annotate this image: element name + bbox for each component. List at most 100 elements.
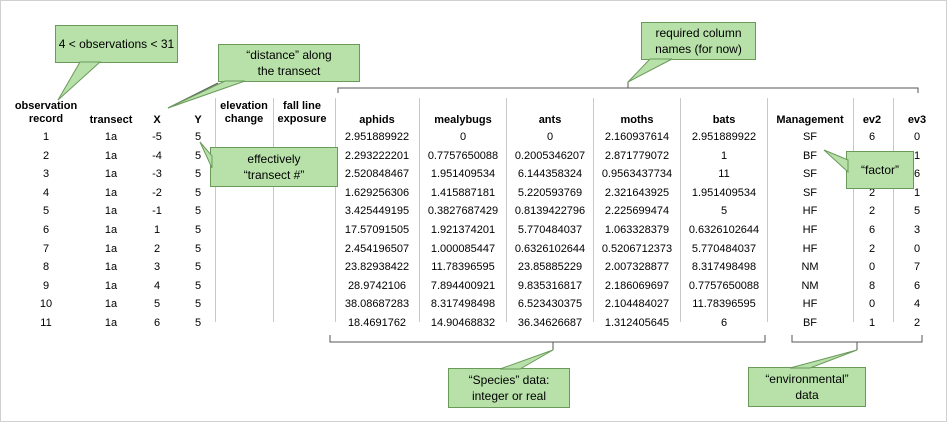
header-transect: transect: [89, 114, 133, 126]
cell-transect-row-1: 1a: [104, 131, 118, 143]
header-ev3: ev3: [907, 114, 927, 126]
cell-bats-row-1: 2.951889922: [691, 131, 757, 143]
grid-line: [215, 98, 216, 322]
cell-ev2-row-4: 2: [868, 186, 876, 199]
cell-y-row-2: 5: [194, 149, 202, 162]
cell-y-row-10: 5: [194, 298, 202, 311]
cell-x-row-11: 6: [153, 317, 161, 329]
cell-transect-row-5: 1a: [104, 205, 118, 218]
header-line: exposure: [277, 113, 327, 125]
cell-observation-row-10: 10: [39, 298, 53, 311]
cell-transect-row-9: 1a: [104, 279, 118, 292]
cell-bats-row-10: 11.78396595: [692, 298, 756, 311]
cell-observation-row-5: 5: [42, 205, 50, 218]
cell-moths-row-9: 2.186069697: [604, 279, 670, 292]
cell-bats-row-6: 0.6326102644: [688, 224, 760, 236]
cell-ants-row-7: 0.6326102644: [514, 242, 586, 255]
cell-moths-row-6: 1.063328379: [604, 224, 670, 236]
observations-callout: 4 < observations < 31: [55, 25, 178, 63]
cell-aphids-row-5: 3.425449195: [344, 205, 410, 218]
cell-bats-row-7: 5.770484037: [691, 242, 757, 255]
cell-observation-row-8: 8: [42, 261, 50, 274]
cell-ants-row-4: 5.220593769: [517, 186, 583, 199]
cell-aphids-row-7: 2.454196507: [344, 242, 410, 255]
cell-mealybugs-row-2: 0.7757650088: [427, 149, 499, 162]
cell-observation-row-9: 9: [42, 279, 50, 292]
cell-x-row-5: -1: [152, 205, 162, 218]
cell-bats-row-4: 1.951409534: [691, 186, 757, 199]
cell-aphids-row-10: 38.08687283: [344, 298, 410, 311]
cell-x-row-10: 5: [153, 298, 161, 311]
cell-x-row-7: 2: [153, 242, 161, 255]
environmental-callout-line2: data: [795, 388, 819, 402]
cell-ev3-row-8: 7: [913, 261, 921, 274]
cell-mealybugs-row-10: 8.317498498: [430, 298, 496, 311]
cell-y-row-1: 5: [194, 131, 202, 143]
cell-transect-row-7: 1a: [104, 242, 118, 255]
cell-moths-row-8: 2.007328877: [604, 261, 670, 274]
header-bats: bats: [712, 114, 736, 126]
cell-ants-row-6: 5.770484037: [517, 224, 583, 236]
cell-management-row-1: SF: [802, 131, 818, 143]
cell-bats-row-5: 5: [720, 205, 728, 218]
cell-ev3-row-9: 6: [913, 279, 921, 292]
effectively-callout-line1: effectively: [247, 152, 301, 166]
header-line: record: [28, 113, 64, 125]
cell-observation-row-1: 1: [42, 131, 50, 143]
cell-ev3-row-4: 1: [913, 186, 921, 199]
distance-pointer-line: [167, 82, 219, 109]
cell-ev2-row-5: 2: [868, 205, 876, 218]
cell-mealybugs-row-9: 7.894400921: [430, 279, 496, 292]
cell-ants-row-3: 6.144358324: [517, 168, 583, 181]
factor-callout: “factor”: [846, 151, 914, 189]
grid-line: [680, 98, 681, 322]
cell-aphids-row-3: 2.520848467: [344, 168, 410, 181]
cell-observation-row-11: 11: [40, 317, 52, 329]
species-callout-line2: integer or real: [471, 389, 547, 403]
cell-bats-row-2: 1: [720, 149, 728, 162]
cell-aphids-row-1: 2.951889922: [344, 131, 410, 143]
header-x: X: [153, 114, 161, 126]
header-ev2: ev2: [862, 114, 882, 126]
cell-ev3-row-10: 4: [913, 298, 921, 311]
required-callout-line2: names (for now): [655, 42, 742, 56]
cell-mealybugs-row-11: 14.90468832: [430, 317, 496, 329]
cell-ev2-row-9: 8: [868, 279, 876, 292]
cell-moths-row-3: 0.9563437734: [601, 168, 673, 181]
cell-moths-row-1: 2.160937614: [604, 131, 670, 143]
cell-management-row-9: NM: [801, 279, 819, 292]
cell-moths-row-2: 2.871779072: [604, 149, 670, 162]
cell-observation-row-6: 6: [42, 224, 50, 236]
cell-bats-row-3: 11: [718, 168, 730, 181]
environmental-bracket: [791, 335, 923, 343]
cell-y-row-9: 5: [194, 279, 202, 292]
cell-moths-row-4: 2.321643925: [604, 186, 670, 199]
cell-transect-row-8: 1a: [104, 261, 118, 274]
environmental-callout: “environmental” data: [748, 367, 866, 407]
distance-callout-line1: “distance” along: [246, 48, 332, 62]
grid-line: [853, 98, 854, 322]
cell-x-row-8: 3: [153, 261, 161, 274]
header-line: observation: [14, 100, 78, 112]
environmental-callout-line1: “environmental”: [765, 372, 849, 386]
cell-ev2-row-6: 6: [868, 224, 876, 236]
cell-transect-row-6: 1a: [104, 224, 118, 236]
cell-mealybugs-row-6: 1.921374201: [430, 224, 496, 236]
cell-management-row-8: NM: [801, 261, 819, 274]
cell-transect-row-2: 1a: [104, 149, 118, 162]
cell-ants-row-8: 23.85885229: [517, 261, 583, 274]
cell-y-row-7: 5: [194, 242, 202, 255]
header-moths: moths: [620, 114, 654, 126]
grid-line: [506, 98, 507, 322]
header-line: fall line: [283, 100, 321, 112]
cell-observation-row-7: 7: [42, 242, 50, 255]
cell-ev3-row-2: 1: [913, 149, 921, 162]
cell-management-row-5: HF: [802, 205, 818, 218]
cell-aphids-row-4: 1.629256306: [344, 186, 410, 199]
cell-ev3-row-7: 0: [913, 242, 921, 255]
cell-observation-row-3: 3: [42, 168, 50, 181]
cell-management-row-3: SF: [802, 168, 818, 181]
cell-mealybugs-row-3: 1.951409534: [430, 168, 496, 181]
